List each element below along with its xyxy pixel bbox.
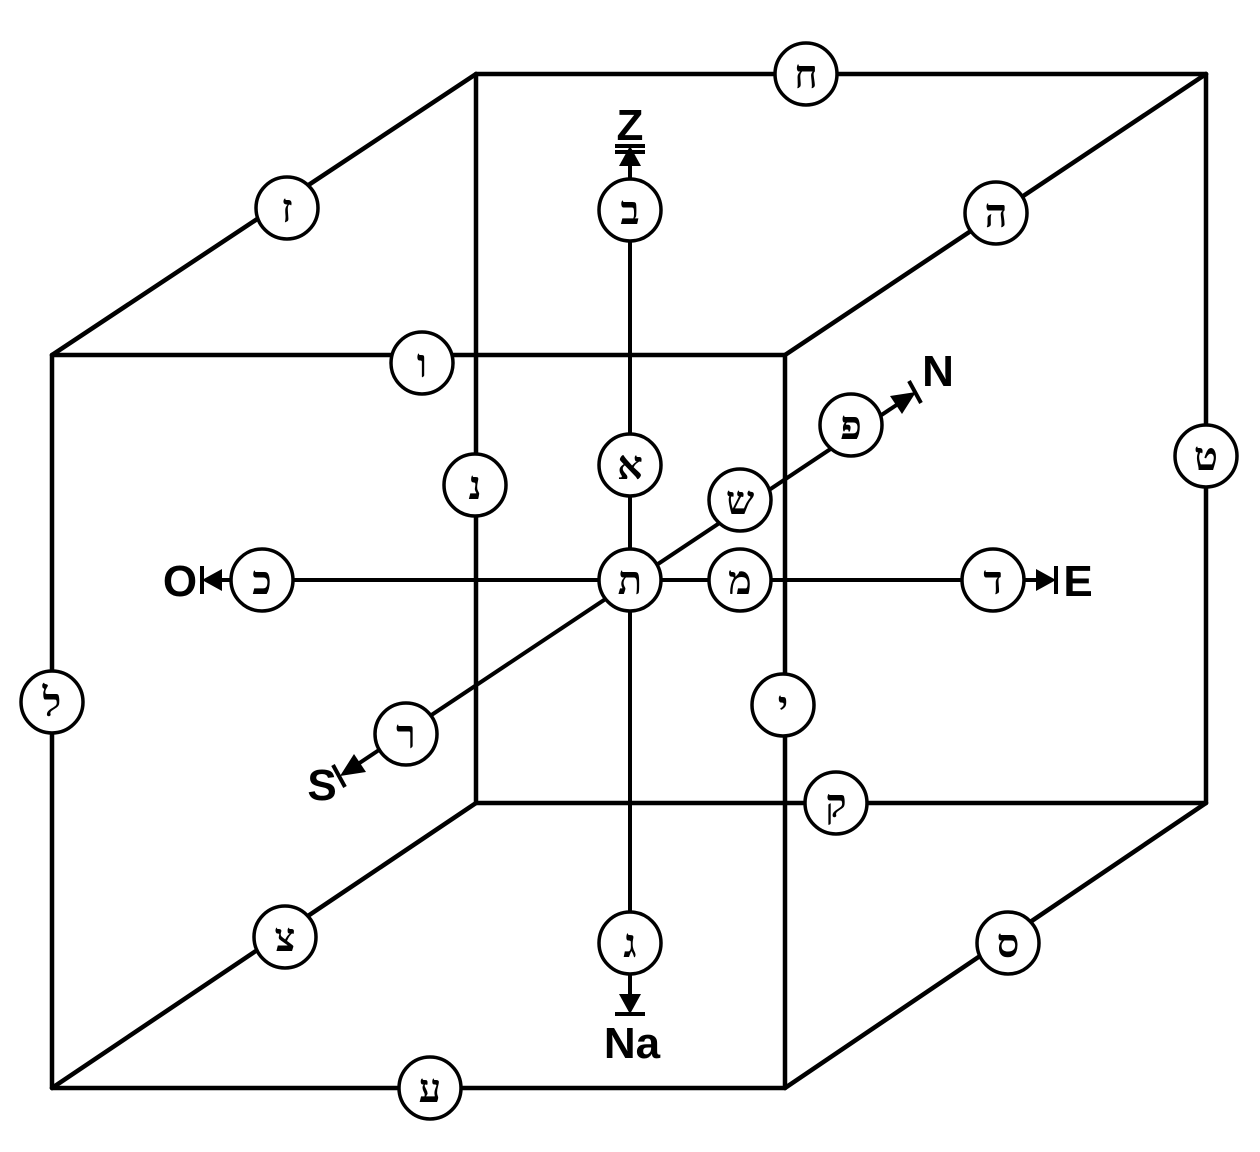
node-letter: ק [825, 780, 846, 827]
node-front-right-vertical: י [750, 672, 816, 738]
node-letter: מ [728, 557, 752, 604]
arrow-north-icon [890, 392, 916, 414]
node-center-upper: א [597, 432, 663, 498]
label-na: Na [604, 1019, 661, 1068]
node-letter: ד [983, 557, 1002, 604]
node-letter: צ [275, 914, 296, 961]
node-letter: ש [726, 477, 755, 524]
node-letter: ת [618, 557, 642, 604]
arrow-west-icon [202, 569, 222, 591]
bar-south [331, 764, 347, 788]
node-bottom-left-edge: צ [252, 904, 318, 970]
node-west-axis: כ [229, 547, 295, 613]
node-letter: פ [840, 402, 862, 449]
node-down-axis: ג [597, 910, 663, 976]
node-letter: י [778, 682, 789, 729]
node-center-diag: ש [707, 467, 773, 533]
node-back-right-vertical: ט [1173, 423, 1239, 489]
node-center: ת [597, 547, 663, 613]
label-n: N [922, 347, 954, 396]
node-letter: כ [252, 557, 272, 604]
node-bottom-front-edge: ע [397, 1055, 463, 1121]
node-back-left-vertical: נ [442, 452, 508, 518]
node-bottom-right-edge: ס [975, 910, 1041, 976]
direction-labels: Z Na O E N S [163, 101, 1093, 1068]
node-front-left-vertical: ל [19, 669, 85, 735]
node-up-axis: ב [597, 177, 663, 243]
node-letter: ט [1194, 433, 1218, 480]
node-letter: ס [997, 920, 1020, 967]
arrow-south-icon [340, 754, 366, 776]
label-s: S [307, 761, 336, 810]
node-top-front-edge: ו [389, 330, 455, 396]
bar-north [907, 380, 923, 404]
label-z: Z [617, 101, 644, 150]
node-bottom-back-edge: ק [803, 770, 869, 836]
node-letter: א [617, 442, 643, 489]
node-letter: ג [623, 920, 636, 967]
arrow-up-icon [619, 146, 641, 166]
node-top-left-edge: ז [254, 175, 320, 241]
node-north-axis: פ [818, 392, 884, 458]
node-letter: נ [468, 462, 481, 509]
label-e: E [1063, 557, 1092, 606]
node-south-axis: ר [373, 701, 439, 767]
node-letter: ו [417, 340, 427, 387]
label-o: O [163, 557, 197, 606]
node-east-axis: ד [960, 547, 1026, 613]
node-letter: ע [419, 1065, 442, 1112]
arrow-down-icon [619, 994, 641, 1014]
node-letter: ב [620, 187, 639, 234]
node-letter: ל [42, 679, 62, 726]
node-letter: ח [794, 51, 818, 98]
node-top-back-edge: ח [773, 41, 839, 107]
node-center-right: מ [707, 547, 773, 613]
node-letter: ה [984, 190, 1007, 237]
arrow-east-icon [1036, 569, 1056, 591]
axis-ends [200, 144, 1058, 1016]
node-top-right-edge: ה [963, 180, 1029, 246]
node-letter: ז [281, 185, 292, 232]
node-letter: ר [396, 711, 416, 758]
letter-nodes: ח ז ה ו ב א נ פ [19, 41, 1239, 1121]
